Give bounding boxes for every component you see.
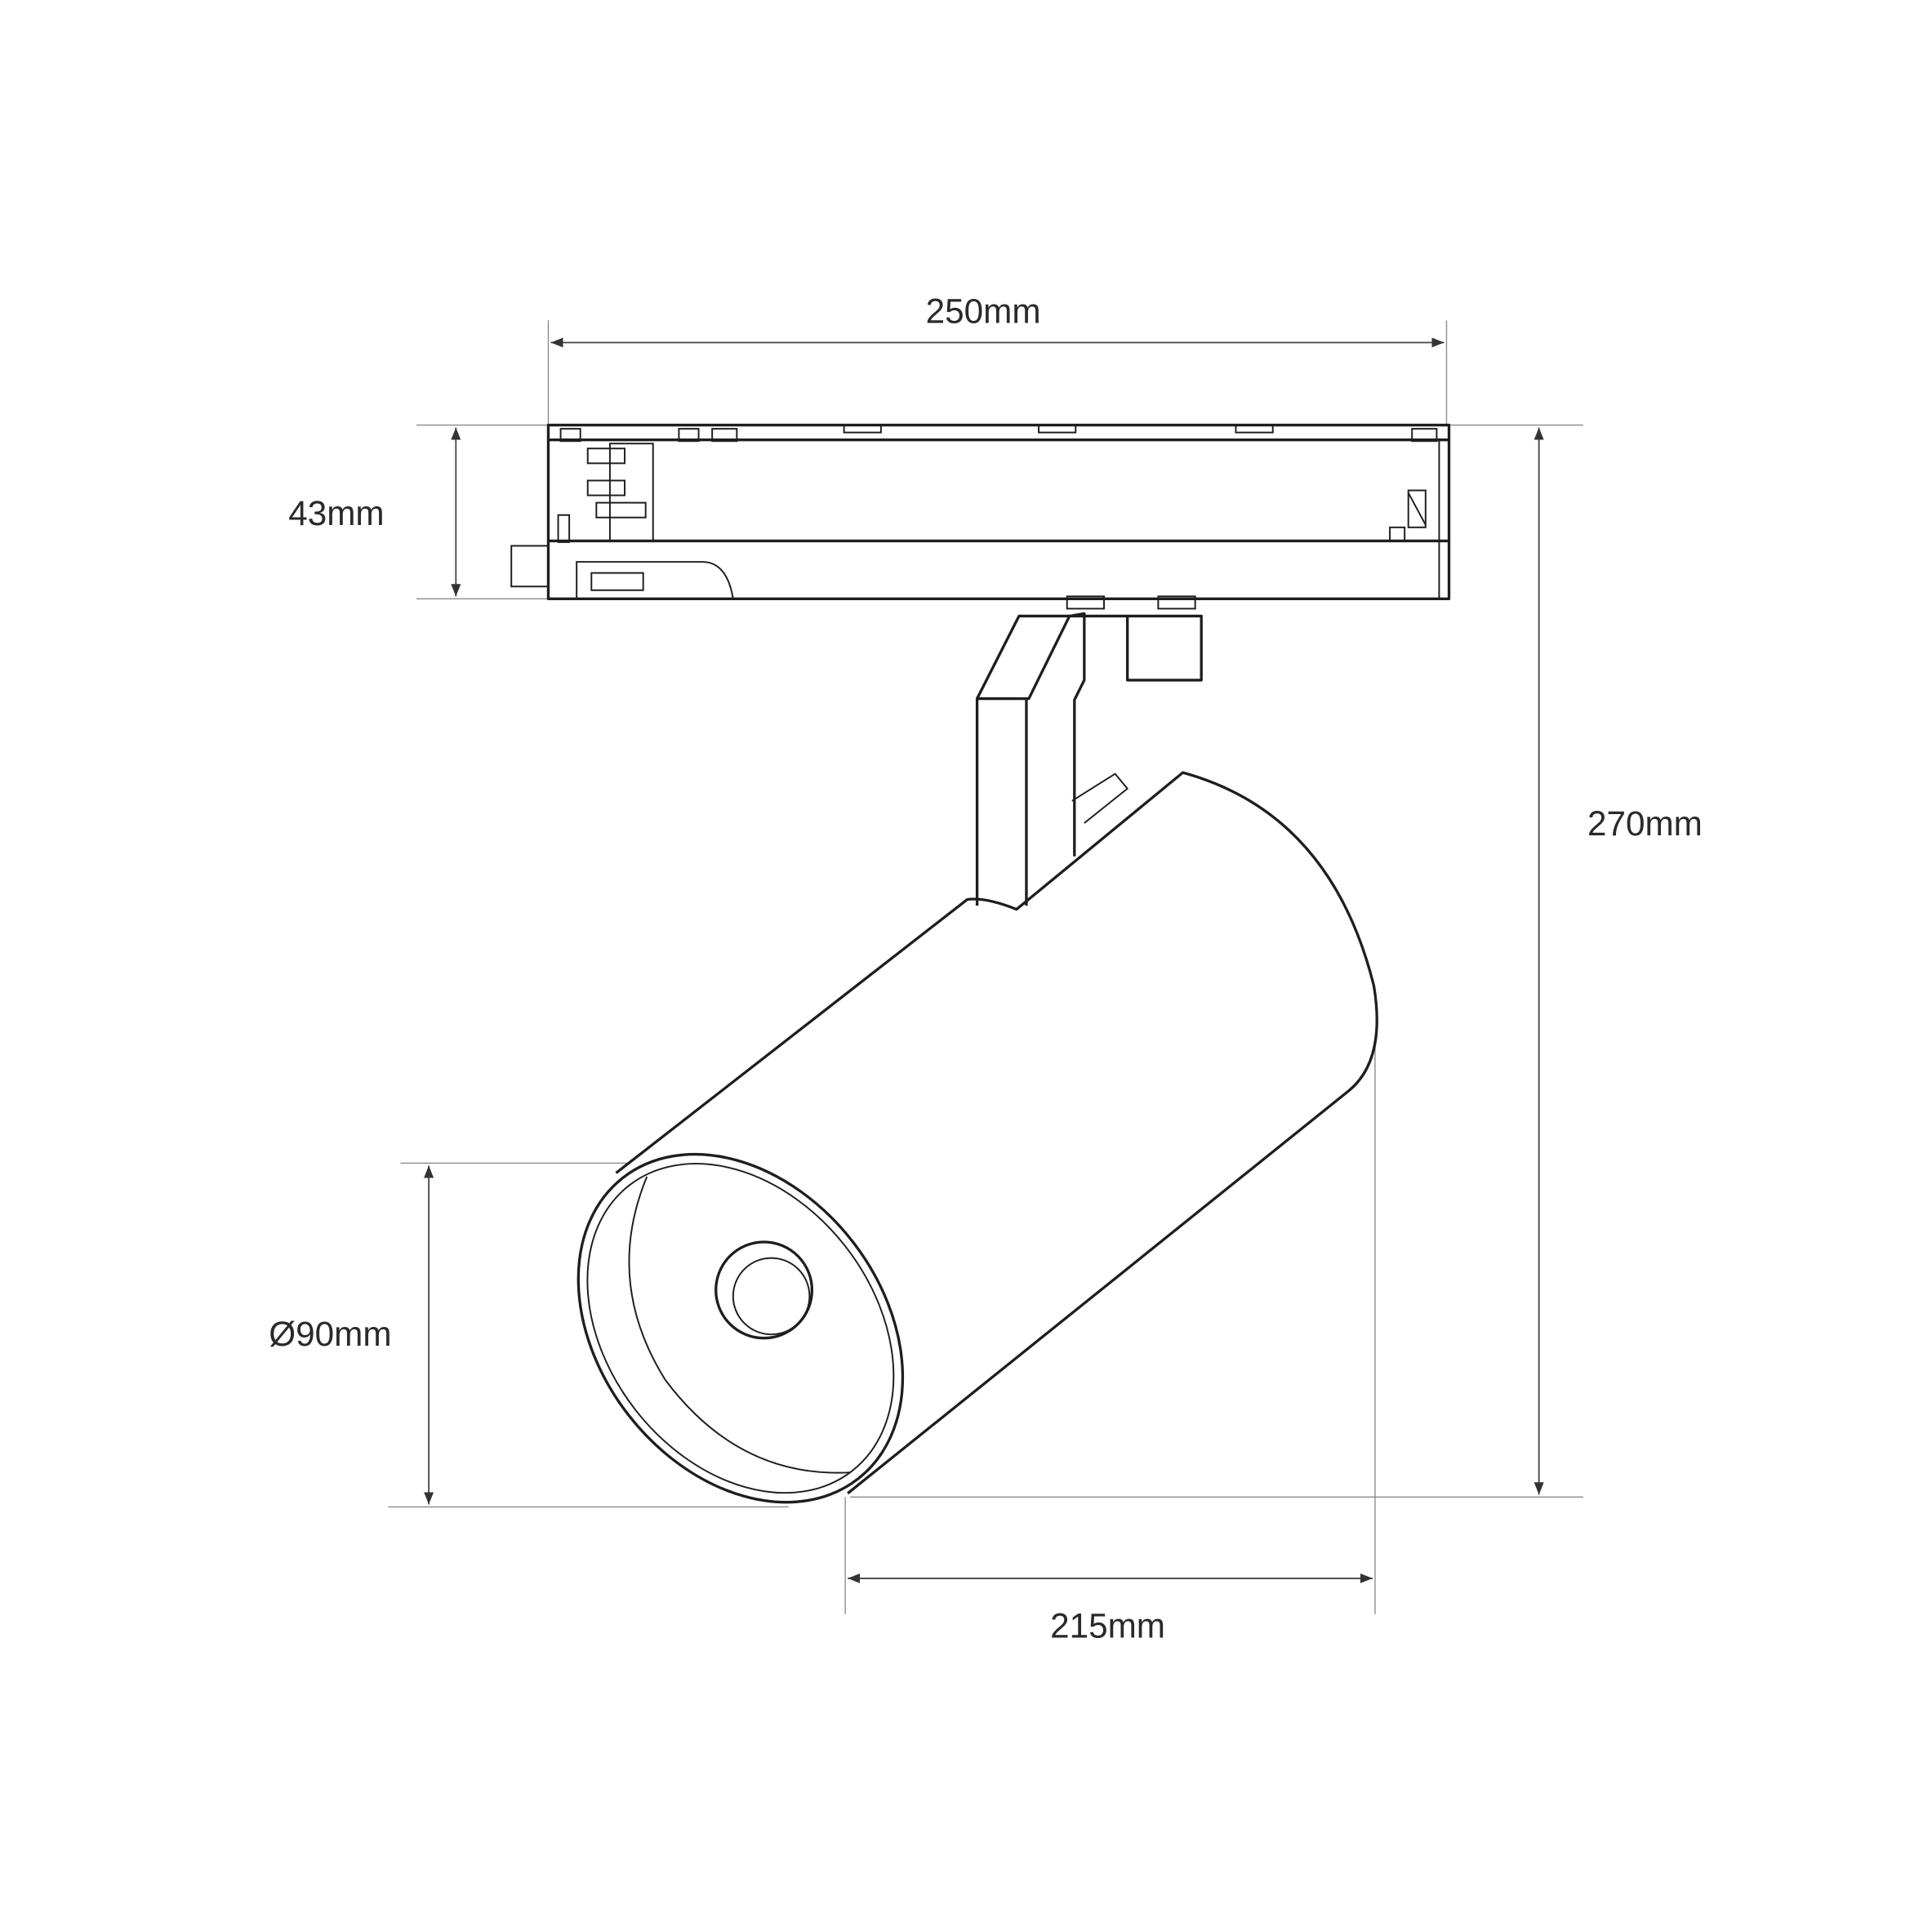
dimension-lines [424,337,1544,1583]
diameter-label: Ø90mm [269,1315,391,1353]
track-height-label: 43mm [288,494,384,532]
mounting-arm [975,612,1203,906]
total-height-label: 270mm [1587,804,1703,843]
spotlight-body [576,771,1378,1504]
depth-label: 215mm [1050,1606,1165,1645]
track-adapter [510,423,1451,610]
extension-lines [388,320,1583,1614]
width-label: 250mm [926,292,1041,330]
lens [714,1240,814,1340]
front-bezel [576,1152,905,1504]
